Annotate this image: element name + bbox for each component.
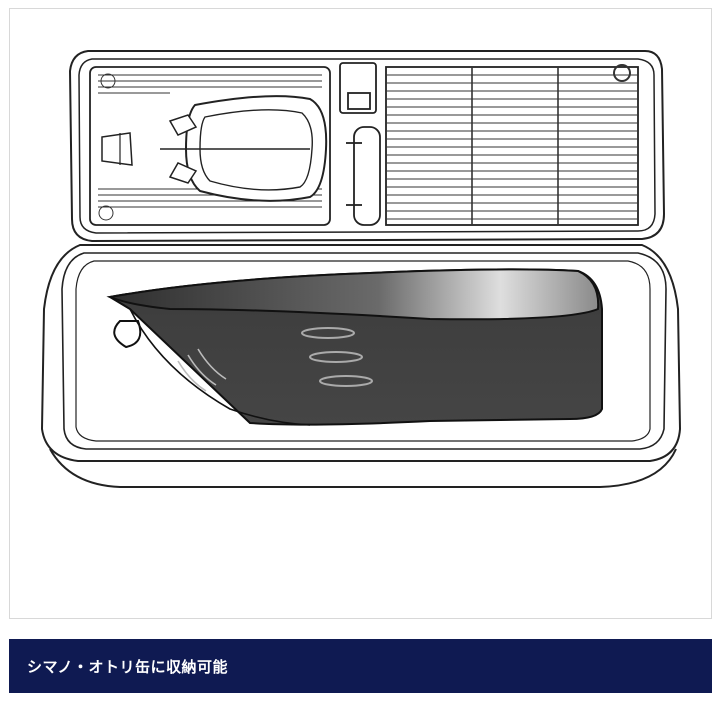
- cooler-box-drawing: [40, 50, 682, 488]
- lid-latch: [339, 62, 381, 226]
- product-illustration: [9, 8, 712, 619]
- caption-banner: シマノ・オトリ缶に収納可能: [9, 639, 712, 693]
- caption-text: シマノ・オトリ缶に収納可能: [27, 657, 229, 676]
- fish-holder-tray: [101, 95, 328, 202]
- lid-vent-grid: [386, 67, 638, 225]
- liner-bag: [106, 268, 603, 426]
